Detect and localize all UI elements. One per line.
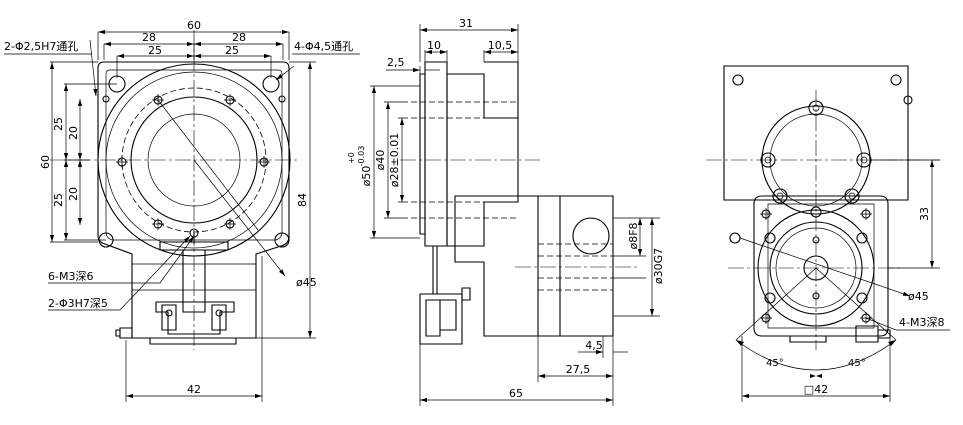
side-flange-lip — [419, 73, 426, 235]
dim-rear-sq42: □42 — [804, 383, 828, 396]
front-d45-leader — [193, 159, 286, 277]
front-bracket-hole-r — [215, 309, 223, 317]
rear-side-hole — [729, 232, 741, 244]
rear-angle-arc — [735, 339, 897, 371]
dim-side-d28: ø28±0.01 — [388, 133, 401, 187]
dim-side-10-5: 10,5 — [488, 39, 513, 52]
rear-plate-hole-tl — [732, 74, 744, 86]
dim-side-d50-lower: -0.03 — [357, 146, 366, 167]
side-bracket-tab — [461, 287, 471, 301]
callout-6-m3: 6-M3深6 — [48, 270, 93, 283]
callout-4-hole: 4-Φ4,5通孔 — [294, 40, 353, 53]
dim-side-4-5: 4,5 — [585, 339, 603, 352]
dim-rear-d45: ø45 — [908, 290, 929, 303]
side-hidden-bores — [402, 101, 518, 219]
dim-front-28a: 28 — [142, 31, 156, 44]
dim-front-25a: 25 — [148, 44, 162, 57]
front-bracket-hole-l — [165, 309, 173, 317]
dim-rear-45-right: 45° — [848, 358, 866, 369]
side-view: 31 10 10,5 2,5 ø50 +0 -0.03 ø40 ø28±0.01… — [347, 17, 665, 406]
front-corner-hole-br — [274, 232, 290, 248]
rear-view: 33 □42 ø45 45° 45° 4-M3深8 — [706, 65, 950, 402]
callout-4-m3: 4-M3深8 — [899, 316, 944, 329]
front-lower-lines — [132, 263, 256, 291]
dim-side-d40: ø40 — [374, 150, 387, 171]
dim-front-20b-h: 20 — [67, 187, 80, 201]
dim-side-d50: ø50 — [360, 166, 373, 187]
rear-square-housing — [753, 195, 889, 337]
side-bracket — [419, 293, 463, 345]
dim-front-25b-h: 25 — [52, 193, 65, 207]
front-pin-hole-l — [102, 95, 110, 103]
dim-side-65: 65 — [509, 387, 523, 400]
rear-d45-leader — [739, 237, 911, 297]
dim-front-28b: 28 — [232, 31, 246, 44]
front-cable-plug — [115, 327, 133, 339]
rear-bottom-tab — [789, 335, 827, 343]
rear-ring-holes — [764, 206, 868, 304]
front-pin-hole-r — [278, 95, 286, 103]
dim-side-d30: ø30G7 — [652, 248, 665, 284]
dim-rear-33: 33 — [918, 207, 931, 221]
front-bracket-slots — [161, 304, 227, 331]
dim-rear-45-left: 45° — [766, 358, 784, 369]
dim-front-25b: 25 — [225, 44, 239, 57]
side-pin — [432, 245, 438, 295]
dim-side-10: 10 — [427, 39, 441, 52]
dim-side-d8: ø8F8 — [627, 222, 640, 249]
front-corner-hole-tr — [262, 75, 280, 93]
dim-side-2-5: 2,5 — [387, 56, 405, 69]
front-m3-holes — [116, 94, 270, 238]
dim-front-84: 84 — [296, 193, 309, 207]
dim-side-d50-upper: +0 — [347, 152, 356, 164]
front-d45-diag — [157, 99, 259, 231]
dim-side-31: 31 — [459, 17, 473, 30]
rear-m3-leader — [865, 317, 897, 331]
front-bracket — [155, 241, 235, 335]
dim-front-25a-h: 25 — [52, 117, 65, 131]
side-motor-steps — [537, 196, 561, 336]
dim-front-d45: ø45 — [296, 276, 317, 289]
side-motor-boss — [572, 217, 610, 255]
dim-front-20a-h: 20 — [67, 126, 80, 140]
front-centerlines — [50, 30, 300, 350]
side-body — [446, 73, 519, 247]
front-view: 60 28 28 25 25 60 25 20 20 25 84 42 ø45 … — [4, 19, 360, 402]
side-centerlines — [400, 159, 640, 268]
side-hidden-motor — [538, 243, 613, 291]
rear-centerlines — [706, 90, 940, 350]
front-base — [149, 337, 237, 345]
rear-square-inner — [767, 203, 875, 329]
rear-plate-hole-tr — [890, 74, 902, 86]
dim-front-60w: 60 — [187, 19, 201, 32]
dim-side-27-5: 27,5 — [566, 363, 591, 376]
front-inner-square — [105, 69, 283, 241]
callout-2-hole: 2-Φ2,5H7通孔 — [4, 40, 78, 53]
dim-front-42: 42 — [187, 383, 201, 396]
rear-cable-plug — [855, 325, 891, 343]
callout-2-pin: 2-Φ3H7深5 — [48, 297, 108, 310]
dim-front-60h: 60 — [39, 155, 52, 169]
side-motor-block — [454, 195, 614, 337]
rear-top-plate — [723, 65, 909, 201]
rear-plate-hole-r — [903, 95, 913, 105]
side-boss-top — [484, 61, 519, 118]
